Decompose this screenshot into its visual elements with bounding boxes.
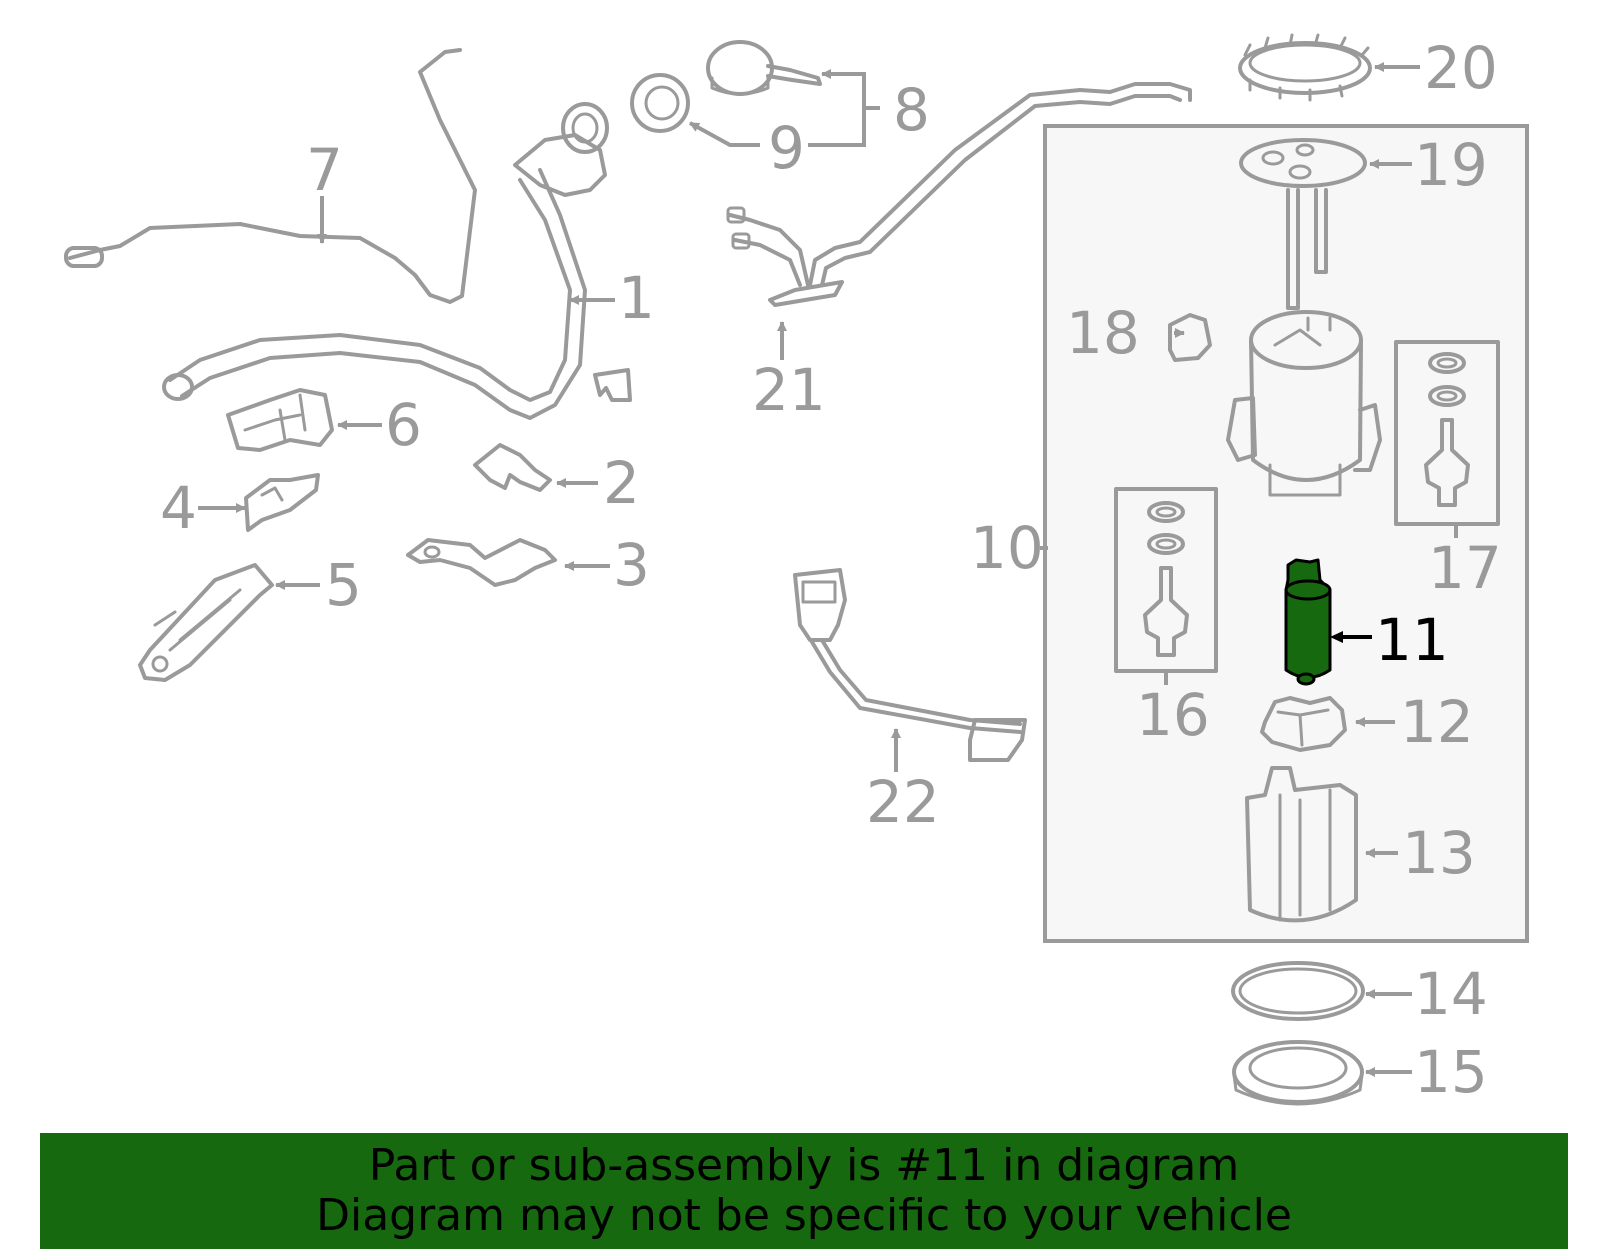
callout-15: 15 (1414, 1038, 1488, 1106)
part-5-strap[interactable] (138, 563, 274, 682)
part-8-fuel-cap[interactable] (706, 40, 822, 96)
leader-lines (198, 62, 1458, 1077)
part-13-strainer-housing[interactable] (1245, 766, 1358, 923)
callout-3: 3 (613, 531, 650, 599)
callout-1: 1 (618, 264, 655, 332)
part-2-bracket[interactable] (473, 443, 552, 492)
callout-6: 6 (385, 391, 422, 459)
callout-12: 12 (1400, 688, 1474, 756)
part-4-clip[interactable] (244, 473, 320, 532)
callout-7: 7 (306, 136, 343, 204)
callout-14: 14 (1414, 960, 1488, 1028)
part-9-seal[interactable] (630, 73, 690, 133)
callout-20: 20 (1424, 34, 1498, 102)
part-21-harness-line[interactable] (726, 82, 1192, 307)
callout-13: 13 (1402, 819, 1476, 887)
part-14-gasket[interactable] (1231, 961, 1365, 1021)
part-12-retainer[interactable] (1260, 696, 1347, 752)
callout-4: 4 (160, 474, 197, 542)
part-3-bracket[interactable] (406, 538, 557, 587)
callout-labels: 1 2 3 4 5 6 7 8 9 10 11 12 13 14 15 16 1… (160, 34, 1502, 1106)
pump-module-body (1226, 310, 1382, 497)
part-19-flange[interactable] (1239, 138, 1367, 310)
callout-18: 18 (1066, 299, 1140, 367)
callout-8: 8 (893, 76, 930, 144)
part-17-kit[interactable] (1394, 340, 1500, 526)
info-banner: Part or sub-assembly is #11 in diagram D… (40, 1133, 1568, 1249)
part-15-seal-ring[interactable] (1232, 1040, 1364, 1106)
callout-22: 22 (866, 768, 940, 836)
callout-16: 16 (1136, 681, 1210, 749)
part-6-bracket[interactable] (226, 388, 334, 452)
part-7-vapor-line[interactable] (64, 48, 477, 304)
callout-2: 2 (603, 449, 640, 517)
callout-21: 21 (752, 356, 826, 424)
callout-5: 5 (325, 551, 362, 619)
part-18-connector[interactable] (1168, 313, 1212, 362)
callout-10: 10 (970, 514, 1044, 582)
banner-line-2: Diagram may not be specific to your vehi… (316, 1190, 1292, 1241)
banner-line-1: Part or sub-assembly is #11 in diagram (368, 1140, 1240, 1191)
callout-17: 17 (1428, 534, 1502, 602)
callout-11: 11 (1375, 606, 1449, 674)
part-20-lock-ring[interactable] (1238, 33, 1372, 102)
part-22-harness[interactable] (793, 568, 1027, 762)
part-11-fuel-pump[interactable] (1284, 558, 1332, 686)
callout-9: 9 (768, 114, 805, 182)
callout-19: 19 (1414, 131, 1488, 199)
part-1-filler-neck[interactable] (162, 102, 632, 420)
